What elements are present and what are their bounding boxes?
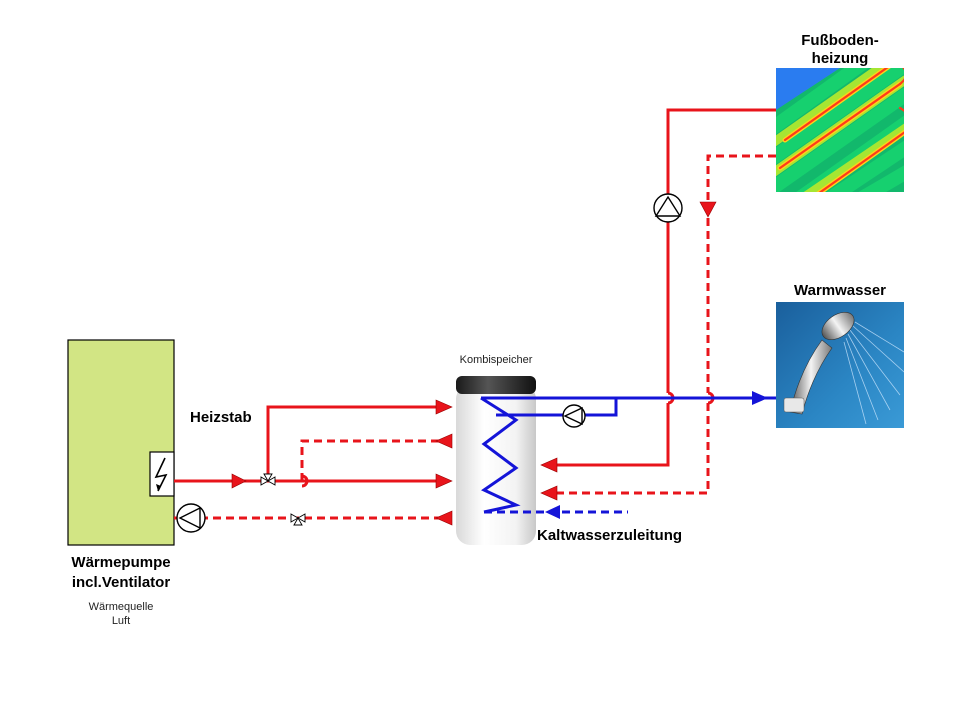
shower-head-icon: [776, 302, 905, 428]
water-pipes: [480, 396, 776, 514]
flow-arrow-icon: [540, 485, 558, 501]
floor-heating-label: Fußboden-: [801, 32, 878, 49]
hot-water-label: Warmwasser: [794, 282, 886, 299]
heat-pump-label-line2: incl.Ventilator: [72, 574, 171, 591]
combi-storage-tank: [456, 376, 536, 545]
heat-source-label: Wärmequelle: [89, 601, 154, 613]
heating-rod-label: Heizstab: [190, 409, 252, 426]
flow-arrow-icon: [231, 473, 247, 489]
three-way-valve-icon: [260, 473, 276, 486]
heat-pump-unit: [67, 339, 175, 546]
three-way-valve-icon: [290, 513, 306, 526]
supply-pipes: [174, 108, 776, 520]
flow-arrow-icon: [435, 433, 453, 449]
pump-icon: [562, 404, 586, 428]
pump-icon: [653, 193, 683, 223]
flow-arrow-icon: [545, 505, 560, 519]
flow-arrow-icon: [435, 399, 453, 415]
flow-arrows: [231, 201, 768, 526]
heat-pump-label: Wärmepumpe: [71, 554, 170, 571]
flow-arrow-icon: [752, 391, 768, 405]
flow-arrow-icon: [540, 457, 558, 473]
flow-arrow-icon: [435, 473, 453, 489]
heat-source-label-line2: Luft: [112, 615, 130, 627]
floor-heating-thermal-icon: [776, 68, 904, 192]
cold-water-label: Kaltwasserzuleitung: [537, 527, 682, 544]
flow-arrow-icon: [435, 510, 453, 526]
heating-element-icon: [149, 451, 175, 497]
flow-arrow-icon: [699, 201, 717, 218]
floor-heating-label-line2: heizung: [812, 50, 869, 67]
pump-icon: [176, 503, 206, 533]
storage-label: Kombispeicher: [460, 354, 533, 366]
